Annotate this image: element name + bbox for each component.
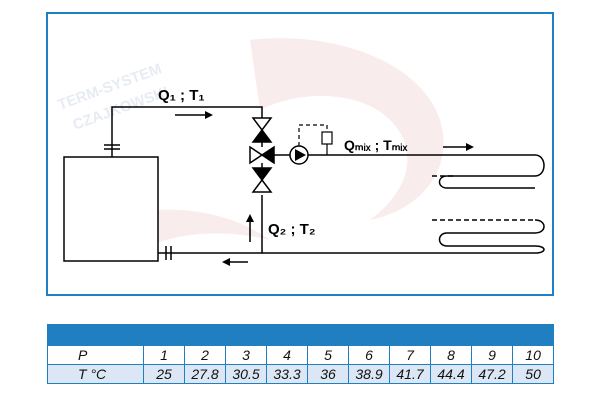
- return-line: [158, 195, 263, 254]
- table-cell: 38.9: [348, 364, 390, 384]
- table-cell: 50: [511, 364, 555, 384]
- table-cell: 27.8: [184, 364, 226, 384]
- thermostat-icon: [298, 124, 333, 155]
- flow-arrow-mixed-icon: [443, 143, 474, 151]
- table-cell: 9: [471, 345, 513, 365]
- table-cell: 30.5: [225, 364, 267, 384]
- table-header-bar: [46, 324, 555, 346]
- row-label-p: P: [47, 345, 144, 365]
- pump-icon: [289, 145, 309, 165]
- flow-arrow-supply-icon: [175, 111, 213, 119]
- label-q1-t1: Q₁ ; T₁: [158, 87, 205, 104]
- table-cell: 44.4: [430, 364, 472, 384]
- return-coupling-icon: [165, 246, 172, 260]
- table-cell: 3: [225, 345, 267, 365]
- table-cell: 6: [348, 345, 390, 365]
- mixing-circuit-diagram: TERM-SYSTEM CZAJKOWSKI: [46, 12, 554, 296]
- tank-icon: [63, 144, 159, 262]
- table-row: T °C 25 27.8 30.5 33.3 36 38.9 41.7 44.4…: [47, 364, 555, 384]
- table-cell: 2: [184, 345, 226, 365]
- table-cell: 1: [143, 345, 185, 365]
- diagram-frame: [46, 12, 554, 296]
- data-table: P 1 2 3 4 5 6 7 8 9 10 T °C 25 27.8 30.5…: [46, 324, 555, 384]
- table-cell: 8: [430, 345, 472, 365]
- table-cell: 36: [307, 364, 349, 384]
- table-cell: 47.2: [471, 364, 513, 384]
- flow-arrow-bypass-icon: [246, 214, 254, 242]
- label-qmix-tmix: Qₘᵢₓ ; Tₘᵢₓ: [344, 137, 408, 153]
- table-cell: 4: [266, 345, 308, 365]
- table-cell: 7: [389, 345, 431, 365]
- row-label-temperature: T °C: [47, 364, 144, 384]
- flow-arrow-return-icon: [222, 258, 248, 266]
- table-row: P 1 2 3 4 5 6 7 8 9 10: [47, 345, 555, 365]
- table-cell: 10: [511, 345, 555, 365]
- table-cell: 41.7: [389, 364, 431, 384]
- mixing-valve-icon: [249, 117, 275, 193]
- label-q2-t2: Q₂ ; T₂: [268, 221, 316, 238]
- heating-loop-lower-icon: [262, 219, 545, 254]
- data-table-container: P 1 2 3 4 5 6 7 8 9 10 T °C 25 27.8 30.5…: [46, 324, 555, 384]
- table-cell: 25: [143, 364, 185, 384]
- heating-loop-upper-icon: [432, 154, 545, 189]
- table-cell: 33.3: [266, 364, 308, 384]
- supply-line: [111, 106, 263, 145]
- watermark-swirl: [250, 38, 444, 220]
- table-cell: 5: [307, 345, 349, 365]
